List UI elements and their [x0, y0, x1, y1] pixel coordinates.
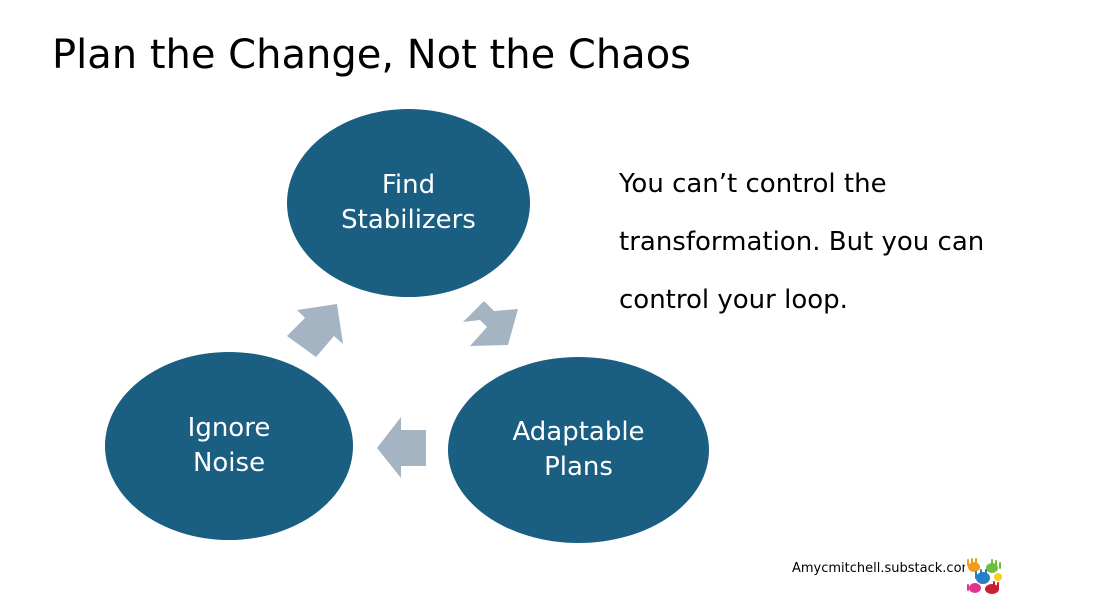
hand-green — [986, 559, 1001, 573]
node-label-line: Find — [381, 170, 436, 200]
node-label-line: Plans — [544, 452, 613, 482]
node-label-line: Adaptable — [512, 417, 645, 447]
node-ignore-noise: Ignore Noise — [105, 352, 353, 540]
node-label-line: Ignore — [187, 413, 271, 443]
node-label-line: Noise — [192, 448, 266, 478]
hand-yellow — [994, 573, 1002, 581]
side-text-line: control your loop. — [619, 285, 848, 315]
colorful-hands-icon — [965, 558, 1003, 597]
node-label-line: Stabilizers — [341, 205, 476, 235]
hand-blue — [975, 569, 990, 584]
node-find-stabilizers: Find Stabilizers — [287, 109, 530, 297]
hand-orange — [967, 558, 980, 572]
side-text-line: You can’t control the — [619, 169, 887, 199]
arrow-top-to-right — [463, 294, 518, 346]
slide-title: Plan the Change, Not the Chaos — [52, 32, 692, 78]
side-text: You can’t control the transformation. Bu… — [619, 155, 1039, 329]
hand-red — [985, 581, 999, 594]
hand-pink — [967, 583, 981, 593]
footer-site: Amycmitchell.substack.com — [792, 561, 975, 576]
arrow-left-to-top — [287, 304, 343, 357]
node-adaptable-plans: Adaptable Plans — [448, 357, 709, 543]
arrow-right-to-left — [377, 417, 426, 478]
side-text-line: transformation. But you can — [619, 227, 985, 257]
